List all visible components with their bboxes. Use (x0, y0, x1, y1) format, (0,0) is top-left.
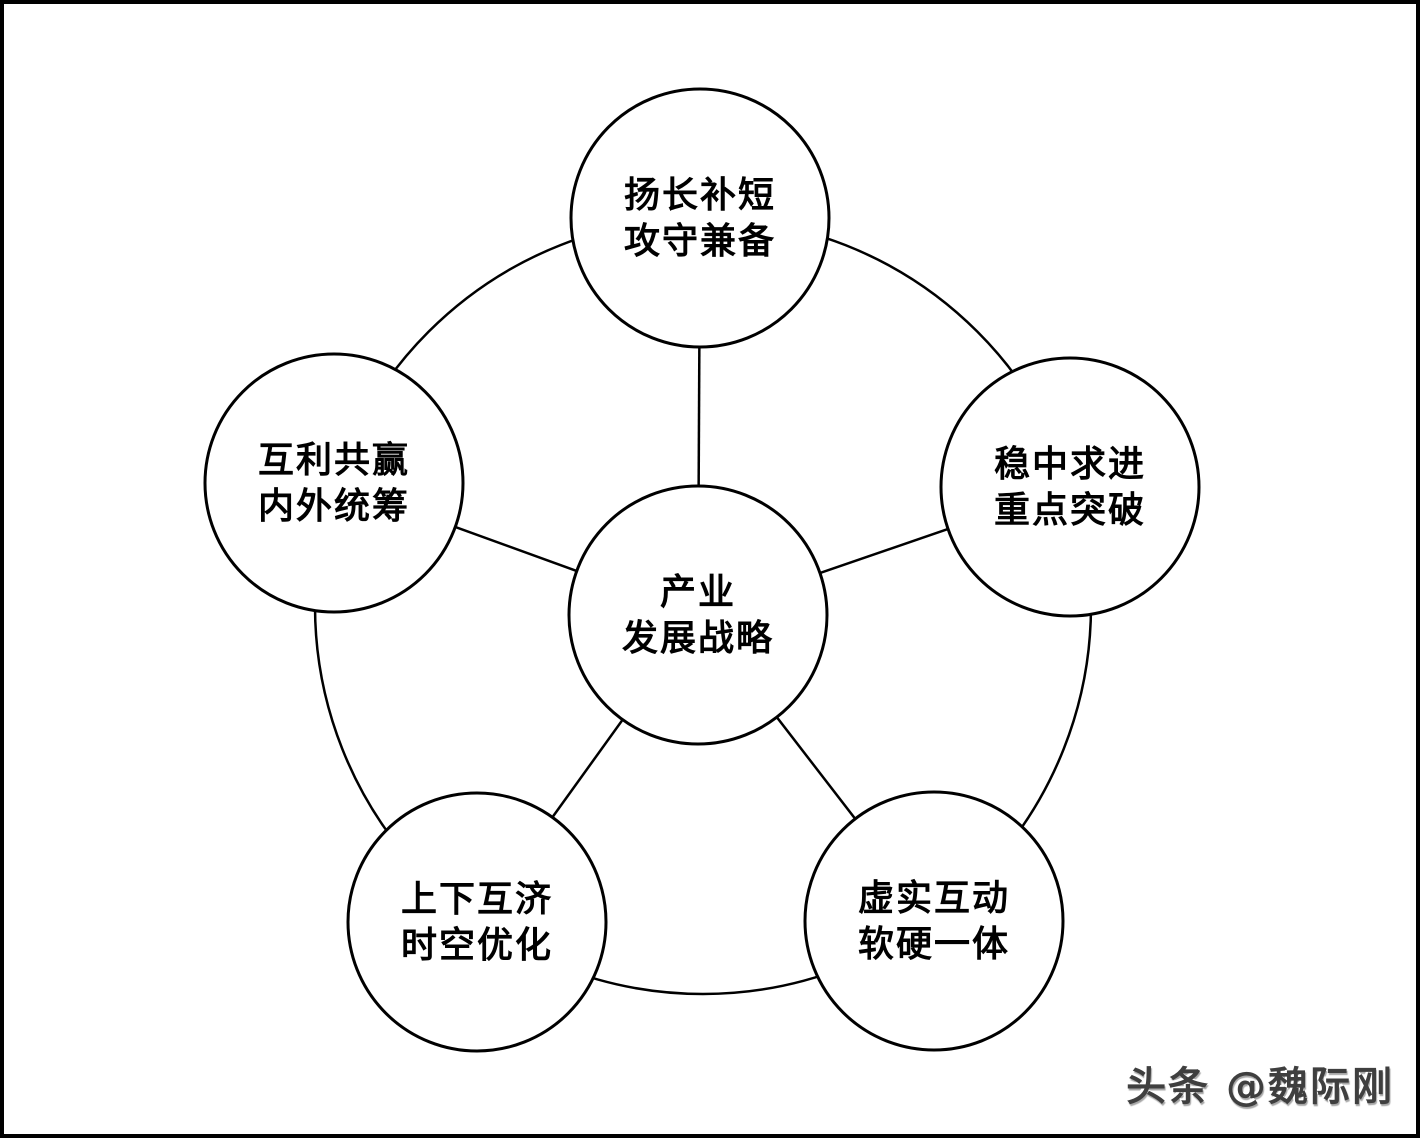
watermark-toutiao: 头条 @魏际刚 (1126, 1064, 1394, 1110)
circle-bottom-right (803, 790, 1065, 1052)
circle-left (203, 352, 465, 614)
circle-top (569, 87, 831, 349)
circle-right (939, 356, 1201, 618)
node-circles (203, 87, 1201, 1053)
circle-center (567, 484, 829, 746)
circle-bottom-left (346, 791, 608, 1053)
